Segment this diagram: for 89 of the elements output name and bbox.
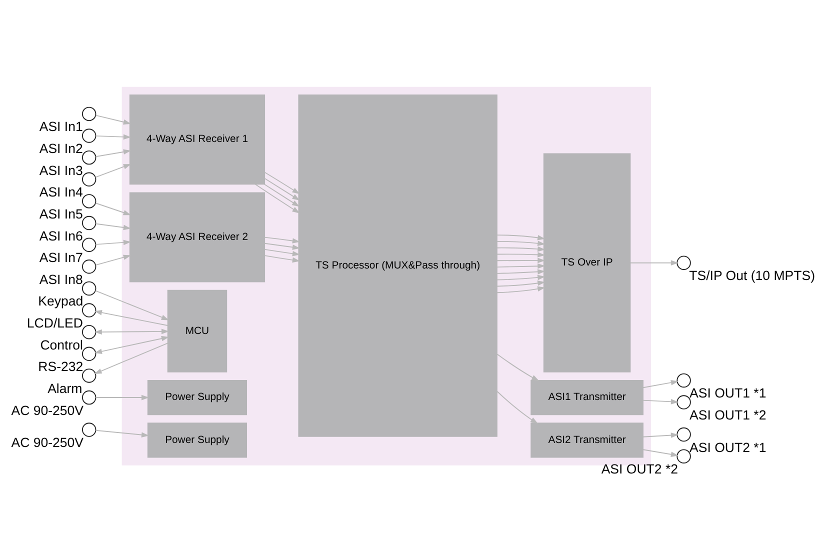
node-circle bbox=[82, 260, 96, 274]
arrow bbox=[264, 242, 300, 250]
arrow bbox=[642, 449, 679, 457]
arrow bbox=[496, 263, 546, 269]
node-circle bbox=[82, 172, 96, 186]
node-label: RS-232 bbox=[38, 359, 84, 374]
arrow bbox=[95, 114, 132, 125]
arrow bbox=[95, 240, 132, 246]
node-circle bbox=[82, 368, 96, 383]
node-box: ASI2 Transmitter bbox=[530, 422, 644, 458]
arrow bbox=[94, 290, 170, 320]
arrow bbox=[496, 286, 546, 294]
node-label: Keypad bbox=[38, 294, 84, 309]
arrow bbox=[642, 380, 679, 388]
node-label: ASI In6 bbox=[39, 228, 83, 244]
node-box: Power Supply bbox=[147, 380, 248, 416]
node-circle bbox=[676, 373, 691, 388]
node-circle bbox=[82, 194, 96, 208]
arrow bbox=[496, 258, 546, 264]
arrow bbox=[264, 255, 300, 263]
node-circle bbox=[676, 449, 691, 464]
node-circle bbox=[676, 427, 691, 442]
node-label: ASI OUT2 *2 bbox=[601, 462, 678, 477]
arrow bbox=[496, 240, 546, 246]
node-label: TS/IP Out (10 MPTS) bbox=[689, 268, 815, 284]
node-label: LCD/LED bbox=[26, 316, 83, 331]
node-box: TS Over IP bbox=[543, 153, 631, 372]
arrow bbox=[642, 399, 679, 404]
node-box: 4-Way ASI Receiver 2 bbox=[129, 192, 266, 282]
node-label: ASI In3 bbox=[39, 162, 83, 178]
node-box: ASI1 Transmitter bbox=[530, 380, 644, 416]
node-box: Power Supply bbox=[147, 422, 248, 458]
node-label: Control bbox=[40, 337, 83, 352]
arrow bbox=[94, 164, 132, 178]
node-label: ASI In5 bbox=[39, 206, 83, 222]
arrow bbox=[94, 328, 170, 335]
arrow bbox=[496, 269, 546, 274]
node-circle bbox=[82, 303, 96, 318]
node-label: AC 90-250V bbox=[11, 402, 84, 418]
arrow bbox=[95, 134, 132, 140]
arrow bbox=[254, 184, 300, 214]
arrow bbox=[264, 178, 300, 201]
arrow bbox=[95, 223, 132, 230]
node-circle bbox=[82, 422, 96, 437]
node-circle bbox=[82, 106, 96, 122]
arrow bbox=[496, 354, 540, 382]
node-label: ASI In7 bbox=[39, 250, 83, 266]
node-label: ASI In4 bbox=[39, 184, 83, 200]
arrow bbox=[496, 280, 546, 287]
arrow bbox=[642, 432, 679, 438]
arrow bbox=[496, 390, 538, 424]
node-circle bbox=[82, 128, 96, 143]
arrow bbox=[264, 248, 300, 256]
arrow bbox=[496, 234, 546, 240]
arrow bbox=[94, 336, 170, 354]
arrow bbox=[496, 274, 546, 280]
node-circle bbox=[82, 150, 96, 165]
node-label: ASI In8 bbox=[39, 272, 83, 287]
node-label: ASI In1 bbox=[39, 119, 83, 134]
node-circle bbox=[676, 256, 691, 270]
arrow bbox=[95, 254, 132, 266]
node-box: MCU bbox=[167, 290, 228, 372]
node-label: ASI OUT1 *2 bbox=[690, 408, 766, 423]
node-circle bbox=[82, 281, 96, 296]
arrow bbox=[95, 394, 150, 400]
arrow bbox=[496, 252, 546, 258]
node-label: Alarm bbox=[48, 380, 82, 396]
node-circle bbox=[82, 346, 96, 362]
node-circle bbox=[82, 238, 96, 252]
node-label: ASI In2 bbox=[39, 141, 83, 156]
arrow bbox=[496, 246, 546, 252]
arrow bbox=[630, 260, 678, 266]
arrow bbox=[264, 184, 300, 207]
node-circle bbox=[82, 216, 96, 230]
node-label: AC 90-250V bbox=[11, 435, 84, 450]
node-box: 4-Way ASI Receiver 1 bbox=[129, 94, 266, 185]
arrow bbox=[95, 202, 131, 216]
arrow bbox=[94, 310, 168, 326]
node-box: TS Processor (MUX&Pass through) bbox=[298, 94, 498, 437]
node-circle bbox=[82, 390, 96, 405]
node-circle bbox=[676, 395, 691, 410]
node-circle bbox=[82, 324, 96, 340]
node-label: ASI OUT2 *1 bbox=[690, 440, 766, 455]
arrow bbox=[264, 236, 300, 244]
arrow bbox=[264, 172, 300, 194]
arrow bbox=[94, 342, 168, 374]
arrow bbox=[95, 430, 150, 438]
arrow bbox=[95, 149, 132, 158]
node-label: ASI OUT1 *1 bbox=[690, 386, 766, 401]
